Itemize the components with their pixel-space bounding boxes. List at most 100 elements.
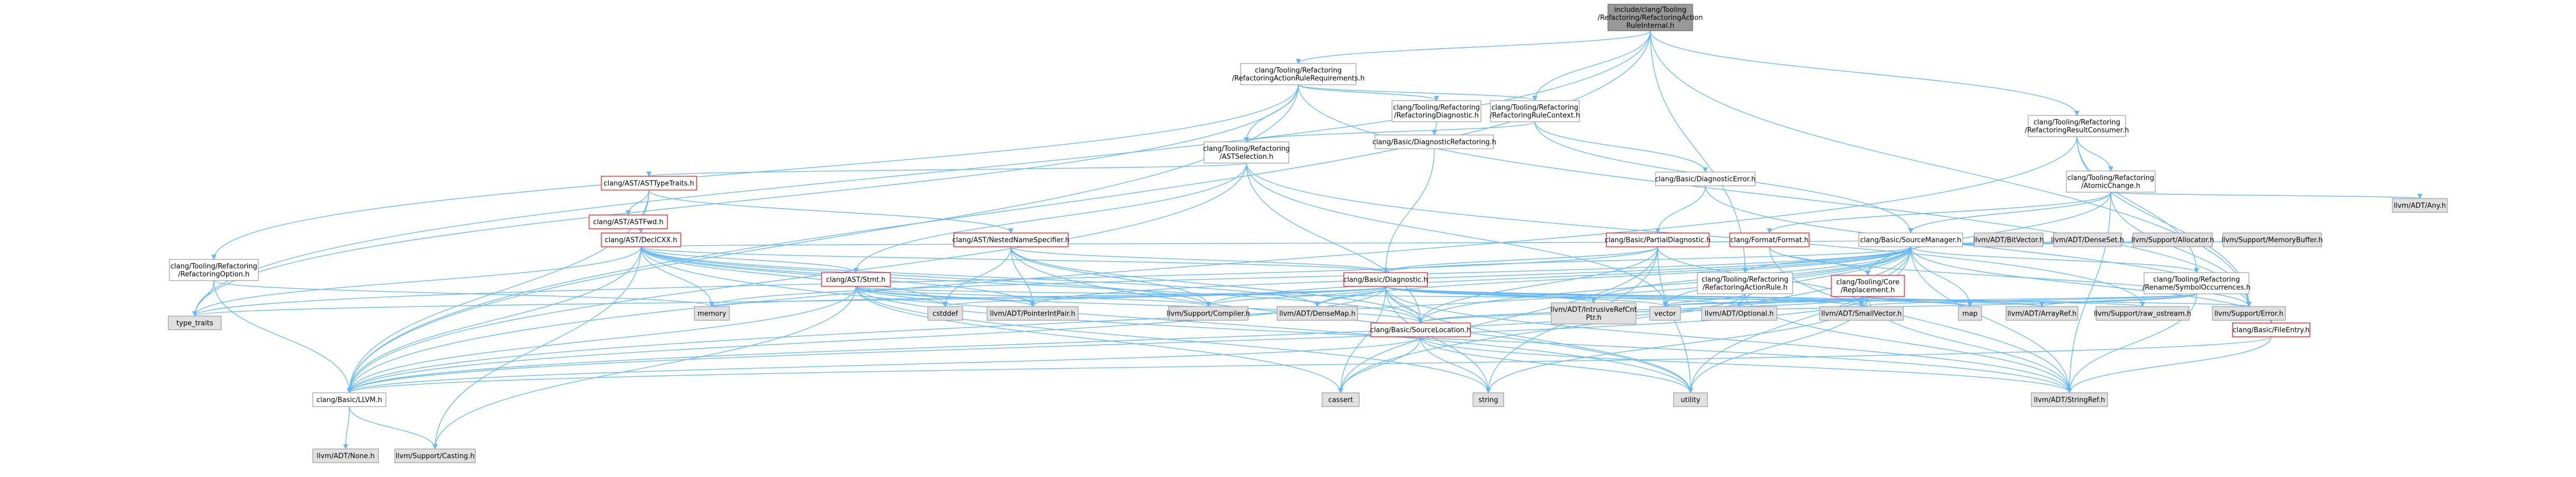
node-llvm-h[interactable]: clang/Basic/LLVM.h — [312, 392, 386, 407]
node-label: llvm/ADT/None.h — [317, 453, 374, 461]
node-llvm-none[interactable]: llvm/ADT/None.h — [312, 448, 379, 463]
edge-nested_name_specifier-to-source_location — [1010, 246, 1423, 323]
node-support-error[interactable]: llvm/Support/Error.h — [2212, 306, 2286, 321]
edge-basic_diagnostic-to-vector — [1385, 286, 1668, 307]
node-partial-diagnostic[interactable]: clang/Basic/PartialDiagnostic.h — [1605, 232, 1711, 247]
node-file-entry[interactable]: clang/Basic/FileEntry.h — [2232, 322, 2310, 337]
node-label: llvm/ADT/Optional.h — [1705, 310, 1774, 318]
node-label: llvm/ADT/DenseSet.h — [2051, 237, 2124, 245]
node-memory-buffer[interactable]: llvm/Support/MemoryBuffer.h — [2221, 232, 2323, 247]
node-small-vector[interactable]: llvm/ADT/SmallVector.h — [1819, 306, 1904, 321]
node-ast-selection[interactable]: clang/Tooling/Refactoring/ASTSelection.h — [1203, 141, 1290, 164]
edge-decl_cxx-to-compiler — [640, 246, 1211, 307]
node-dense-map[interactable]: llvm/ADT/DenseMap.h — [1277, 306, 1358, 321]
edge-source_location-to-cassert — [1338, 336, 1421, 393]
edge-decl_cxx-to-source_manager — [640, 239, 1912, 247]
node-format[interactable]: clang/Format/Format.h — [1729, 232, 1810, 247]
node-label: llvm/Support/Compiler.h — [1167, 310, 1250, 318]
node-result-consumer[interactable]: clang/Tooling/Refactoring/RefactoringRes… — [2025, 115, 2129, 137]
node-label: cstddef — [933, 310, 959, 318]
edge-basic_diagnostic-to-cstddef — [943, 286, 1386, 307]
node-label: clang/AST/DeclCXX.h — [604, 237, 677, 245]
node-action-rule-requirements[interactable]: clang/Tooling/Refactoring/RefactoringAct… — [1232, 63, 1365, 85]
node-allocator[interactable]: llvm/Support/Allocator.h — [2131, 232, 2215, 247]
edge-source_manager-to-llvm_h — [347, 246, 1911, 393]
node-ast-type-traits[interactable]: clang/AST/ASTTypeTraits.h — [601, 176, 697, 191]
node-action-rule[interactable]: clang/Tooling/Refactoring/RefactoringAct… — [1697, 272, 1793, 294]
node-diagnostic-refactoring[interactable]: clang/Basic/DiagnosticRefactoring.h — [1372, 134, 1496, 149]
node-label: Ptr.h — [1586, 314, 1601, 322]
node-memory[interactable]: memory — [694, 306, 730, 321]
node-refactoring-option[interactable]: clang/Tooling/Refactoring/RefactoringOpt… — [169, 259, 259, 281]
node-label: llvm/Support/raw_ostream.h — [2094, 310, 2191, 318]
edge-refactoring_option-to-memory — [213, 280, 715, 307]
node-label: utility — [1681, 397, 1701, 404]
node-raw-ostream[interactable]: llvm/Support/raw_ostream.h — [2094, 306, 2191, 321]
node-label: clang/Basic/PartialDiagnostic.h — [1605, 237, 1711, 245]
node-map[interactable]: map — [1958, 306, 1982, 321]
node-source-manager[interactable]: clang/Basic/SourceManager.h — [1858, 232, 1963, 247]
node-label: /Refactoring/RefactoringAction — [1598, 14, 1703, 22]
edge-ast_stmt-to-llvm_h — [347, 286, 856, 393]
edge-symbol_occurrences-to-string_ref — [2067, 293, 2197, 393]
node-label: /RefactoringResultConsumer.h — [2025, 127, 2129, 134]
node-label: llvm/Support/MemoryBuffer.h — [2221, 237, 2322, 245]
node-symbol-occurrences[interactable]: clang/Tooling/Refactoring/Rename/SymbolO… — [2143, 272, 2250, 294]
edge-nested_name_specifier-to-pointer_int_pair — [1010, 246, 1035, 307]
node-ast-fwd[interactable]: clang/AST/ASTFwd.h — [589, 214, 668, 229]
node-label: RuleInternal.h — [1626, 22, 1675, 30]
node-any[interactable]: llvm/ADT/Any.h — [2392, 198, 2448, 213]
node-cstddef[interactable]: cstddef — [927, 306, 963, 321]
node-vector[interactable]: vector — [1649, 306, 1681, 321]
edge-result_consumer-to-llvm_h — [347, 136, 2077, 393]
node-refactoring-diagnostic[interactable]: clang/Tooling/Refactoring/RefactoringDia… — [1391, 100, 1481, 122]
node-llvm-casting[interactable]: llvm/Support/Casting.h — [394, 448, 476, 463]
node-decl-cxx[interactable]: clang/AST/DeclCXX.h — [601, 232, 681, 247]
node-string-ref[interactable]: llvm/ADT/StringRef.h — [2031, 392, 2108, 407]
node-cassert[interactable]: cassert — [1322, 392, 1360, 407]
edge-ast_stmt-to-cassert — [855, 286, 1343, 393]
node-diagnostic-error[interactable]: clang/Basic/DiagnosticError.h — [1655, 172, 1756, 186]
edge-action_rule_requirements-to-support_error — [1298, 84, 2252, 307]
edge-partial_diagnostic-to-source_location — [1418, 246, 1658, 323]
edge-action_rule-to-vector — [1662, 293, 1746, 307]
node-bit-vector[interactable]: llvm/ADT/BitVector.h — [1973, 232, 2044, 247]
node-source-location[interactable]: clang/Basic/SourceLocation.h — [1370, 322, 1471, 337]
node-pointer-int-pair[interactable]: llvm/ADT/PointerIntPair.h — [987, 306, 1079, 321]
node-nested-name-specifier[interactable]: clang/AST/NestedNameSpecifier.h — [952, 232, 1070, 247]
edge-root-to-type_traits — [192, 30, 1651, 317]
edge-format-to-support_error — [1769, 246, 2252, 307]
node-label: vector — [1654, 310, 1676, 318]
node-string[interactable]: string — [1472, 392, 1504, 407]
edge-action_rule_requirements-to-type_traits — [192, 84, 1299, 317]
node-core-replacement[interactable]: clang/Tooling/Core/Replacement.h — [1831, 275, 1905, 297]
node-label: clang/Basic/SourceLocation.h — [1370, 327, 1471, 335]
node-utility[interactable]: utility — [1673, 392, 1708, 407]
node-label: include/clang/Tooling — [1614, 6, 1686, 14]
node-dense-set[interactable]: llvm/ADT/DenseSet.h — [2051, 232, 2124, 247]
node-basic-diagnostic[interactable]: clang/Basic/Diagnostic.h — [1343, 272, 1428, 287]
node-type-traits[interactable]: type_traits — [168, 316, 222, 330]
edge-atomic_change-to-string_ref — [2067, 192, 2111, 393]
node-label: clang/Tooling/Refactoring — [1492, 104, 1578, 112]
node-array-ref[interactable]: llvm/ADT/ArrayRef.h — [2005, 306, 2078, 321]
node-ast-stmt[interactable]: clang/AST/Stmt.h — [821, 272, 891, 287]
node-label: llvm/ADT/SmallVector.h — [1821, 310, 1902, 318]
node-rule-context[interactable]: clang/Tooling/Refactoring/RefactoringRul… — [1490, 100, 1580, 122]
edge-basic_diagnostic-to-string_ref — [1385, 286, 2072, 393]
edge-partial_diagnostic-to-cassert — [1338, 246, 1658, 393]
edge-basic_diagnostic-to-compiler — [1206, 286, 1386, 307]
node-optional[interactable]: llvm/ADT/Optional.h — [1701, 306, 1777, 321]
edge-nested_name_specifier-to-basic_diagnostic — [1010, 246, 1388, 273]
node-label: clang/AST/Stmt.h — [826, 276, 886, 284]
node-label: llvm/ADT/DenseMap.h — [1279, 310, 1355, 318]
edge-action_rule_requirements-to-refactoring_diagnostic — [1298, 84, 1439, 101]
edge-source_manager-to-basic_diagnostic — [1383, 246, 1911, 273]
node-label: /RefactoringRuleContext.h — [1490, 112, 1580, 120]
node-atomic-change[interactable]: clang/Tooling/Refactoring/AtomicChange.h — [2066, 170, 2156, 193]
edge-ast_type_traits-to-ast_fwd — [626, 190, 649, 215]
node-label: clang/Tooling/Refactoring — [2153, 276, 2240, 284]
node-compiler[interactable]: llvm/Support/Compiler.h — [1167, 306, 1250, 321]
